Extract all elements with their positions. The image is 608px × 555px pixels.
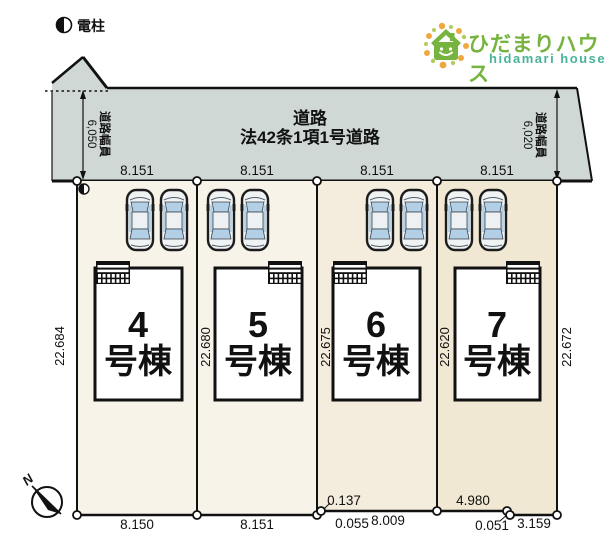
logo-house-icon [424, 22, 469, 69]
building-7-suffix: 号棟 [463, 343, 532, 381]
road-title: 道路 [293, 108, 328, 128]
road-width-arrow-right [554, 89, 560, 180]
svg-text:道路幅員: 道路幅員 [98, 111, 112, 157]
car-icon [205, 188, 237, 252]
building-6-number: 6 [366, 304, 386, 345]
building-4-number: 4 [128, 304, 148, 345]
road-width-right: 道路幅員 6,020 [521, 112, 548, 158]
building-7-number: 7 [487, 304, 507, 345]
pole-legend-icon [55, 16, 73, 34]
building-7 [453, 266, 542, 402]
bottom-dim-lot4a: 4.980 [456, 493, 490, 508]
building-6 [331, 266, 422, 402]
bottom-dim-lot3: 8.009 [371, 513, 405, 528]
svg-text:道路幅員: 道路幅員 [534, 112, 548, 158]
side-dim-3: 22.675 [318, 327, 333, 367]
side-dim-5: 22.672 [559, 327, 574, 367]
car-icon [239, 188, 271, 252]
lot-boundaries [76, 181, 558, 517]
entrance-hatch-icon [268, 261, 302, 284]
pole-legend-label: 電柱 [77, 18, 105, 34]
top-dim-1: 8.151 [120, 163, 154, 178]
logo-name-english: hidamari house [489, 51, 607, 66]
compass-north-label: N [19, 470, 36, 488]
side-dim-2: 22.680 [198, 327, 213, 367]
compass: N [19, 470, 63, 518]
building-5-number: 5 [248, 304, 268, 345]
top-dim-4: 8.151 [480, 163, 514, 178]
road-width-arrow-left [80, 90, 86, 180]
car-icon [364, 188, 396, 252]
svg-text:6,050: 6,050 [85, 120, 97, 149]
road-subtitle: 法42条1項1号道路 [240, 127, 381, 147]
car-icon [398, 188, 430, 252]
survey-points [72, 176, 562, 520]
car-icon [124, 188, 156, 252]
logo-name-japanese: ひだまりハウス [468, 33, 600, 86]
entrance-hatch-icon [96, 261, 130, 284]
pole-icon [78, 183, 90, 195]
svg-text:6,020: 6,020 [521, 121, 533, 150]
entrance-hatch-icon [506, 261, 540, 284]
building-5-suffix: 号棟 [224, 343, 293, 381]
side-dim-4: 22.620 [437, 327, 452, 367]
logo-dots [424, 22, 469, 69]
logo-house [431, 29, 461, 60]
entrance-hatch-icon [333, 261, 367, 284]
building-4-suffix: 号棟 [104, 343, 173, 381]
building-6-suffix: 号棟 [342, 343, 411, 381]
bottom-dim-jog4: 0.051 [475, 518, 509, 533]
building-5 [213, 266, 304, 402]
car-icon [158, 188, 190, 252]
bottom-dim-lot1: 8.150 [120, 517, 154, 532]
bottom-dim-jog3: 0.055 [335, 516, 369, 531]
top-dim-3: 8.151 [360, 163, 394, 178]
car-icon [477, 188, 509, 252]
bottom-dim-lot2: 8.151 [240, 517, 274, 532]
road-width-left: 道路幅員 6,050 [85, 111, 112, 157]
building-labels: 4 号棟 5 号棟 6 号棟 7 号棟 [104, 304, 532, 381]
bottom-dim-lot4b: 3.159 [517, 516, 551, 531]
building-4 [93, 266, 184, 402]
side-dim-1: 22.684 [52, 326, 67, 366]
car-icon [443, 188, 475, 252]
top-dim-2: 8.151 [240, 163, 274, 178]
bottom-dim-jog3-vert: 0.137 [327, 493, 361, 508]
buildings [93, 266, 542, 402]
